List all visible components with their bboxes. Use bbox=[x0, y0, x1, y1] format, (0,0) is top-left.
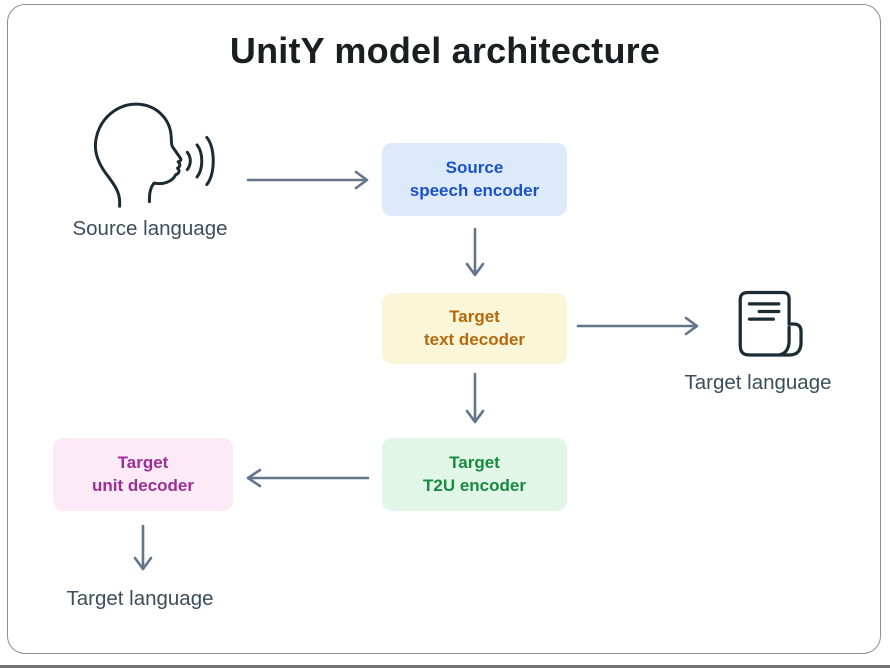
target-language-speech-label: Target language bbox=[66, 587, 214, 610]
node-line: Target bbox=[117, 453, 169, 473]
arrow-text-decoder-to-target-language bbox=[574, 313, 706, 344]
node-source-speech-encoder: Source speech encoder bbox=[382, 143, 567, 216]
page-title: UnitY model architecture bbox=[229, 30, 661, 71]
speaking-head-icon bbox=[70, 95, 222, 217]
window-bottom-edge bbox=[0, 665, 890, 668]
node-target-text-decoder: Target text decoder bbox=[382, 293, 567, 364]
node-line: speech encoder bbox=[409, 180, 540, 200]
node-target-t2u-encoder: Target T2U encoder bbox=[382, 438, 567, 511]
node-line: unit decoder bbox=[91, 475, 194, 495]
node-target-unit-decoder: Target unit decoder bbox=[53, 438, 233, 511]
node-line: text decoder bbox=[423, 329, 526, 349]
node-line: Source bbox=[445, 158, 504, 178]
target-language-text-label: Target language bbox=[684, 371, 832, 394]
node-line: Target bbox=[449, 307, 500, 327]
arrow-t2u-encoder-to-unit-decoder bbox=[242, 465, 374, 496]
arrow-unit-decoder-to-target-language bbox=[130, 524, 156, 583]
node-line: Target bbox=[449, 453, 500, 473]
document-icon bbox=[731, 288, 807, 365]
arrow-text-decoder-to-t2u-encoder bbox=[462, 371, 488, 436]
arrow-source-to-speech-encoder bbox=[244, 167, 376, 198]
node-line: T2U encoder bbox=[423, 475, 526, 495]
source-language-label: Source language bbox=[72, 217, 228, 240]
arrow-speech-encoder-to-text-decoder bbox=[462, 226, 488, 289]
